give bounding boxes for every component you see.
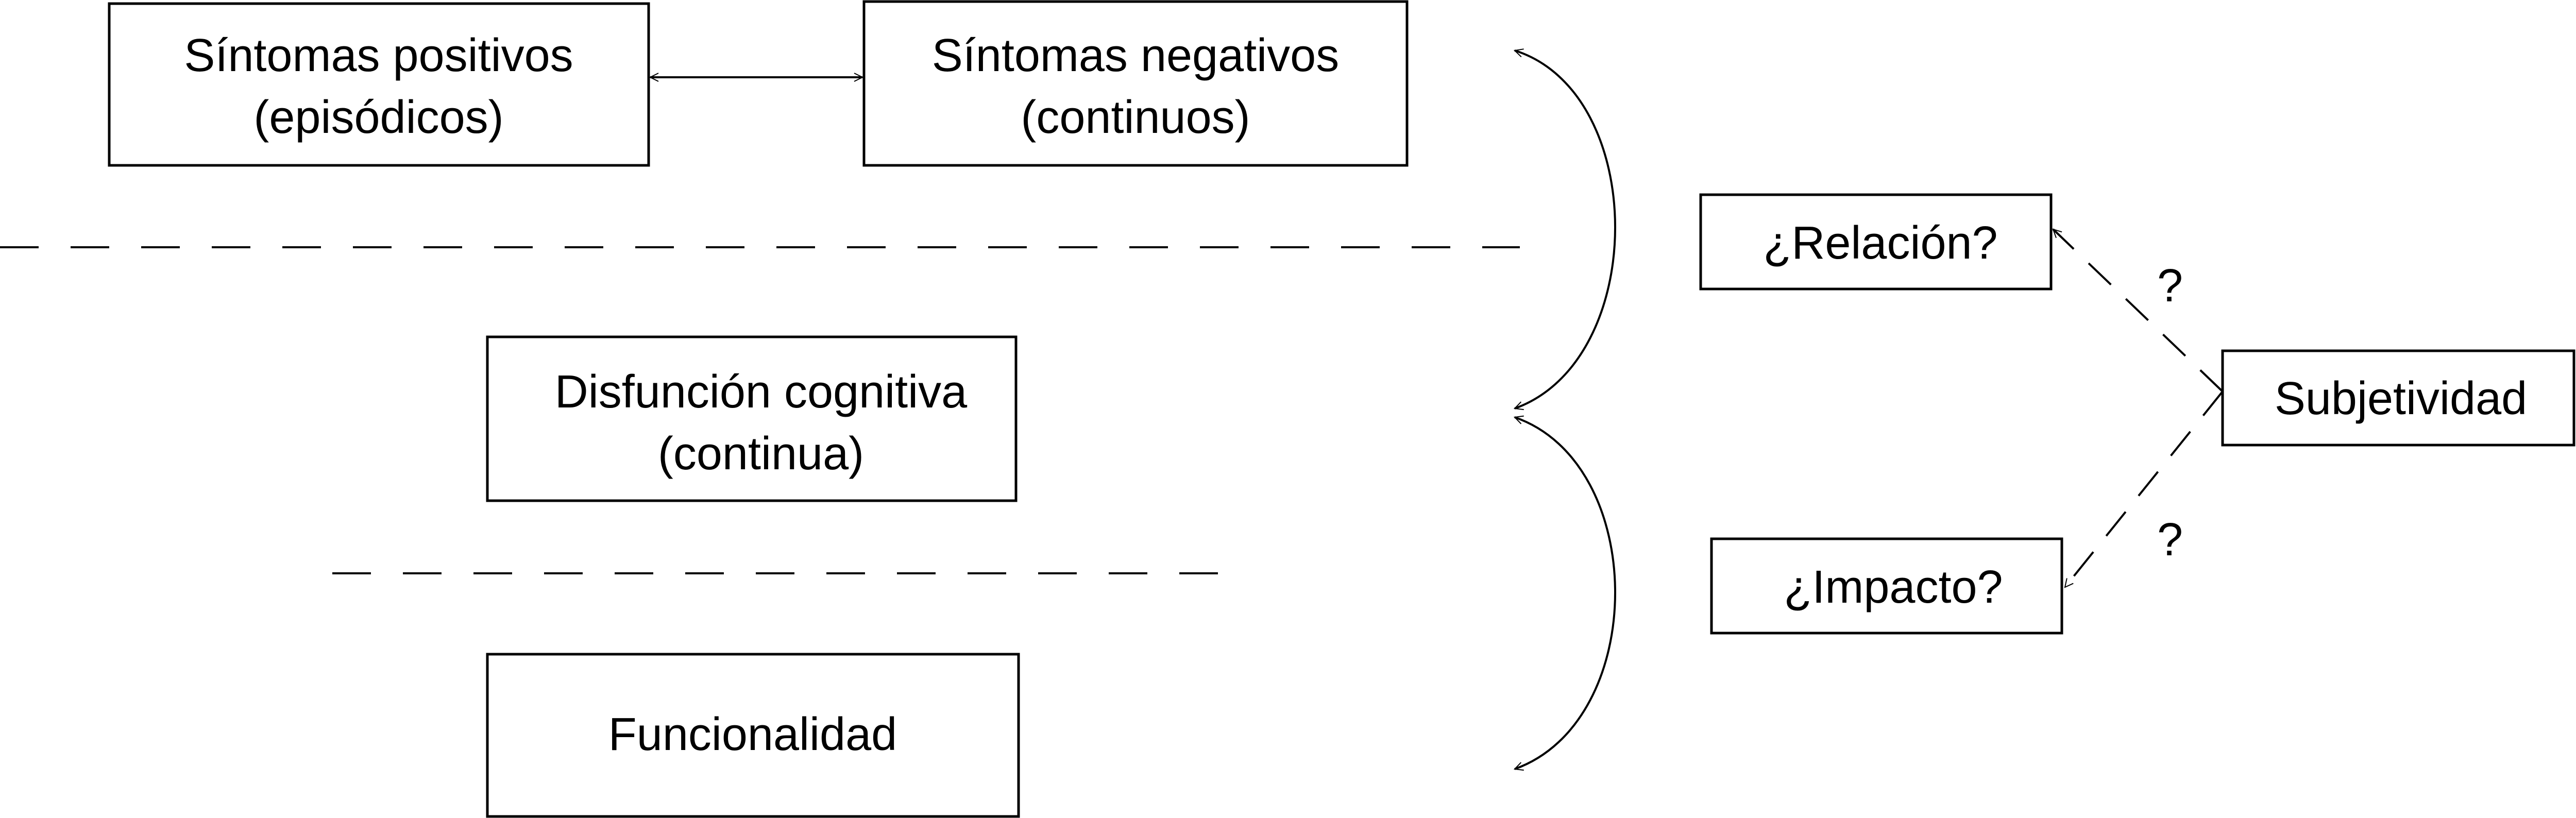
curve-arrow-lower — [1515, 417, 1616, 769]
dashed-arrow-to-relacion — [2053, 229, 2224, 393]
node-impacto-line1: ¿Impacto? — [1784, 561, 2003, 613]
node-subjetividad: Subjetividad — [2221, 349, 2575, 447]
node-relacion: ¿Relación? — [1699, 193, 2053, 291]
node-disfuncion-cognitiva-line2: (continua) — [658, 428, 864, 480]
node-sintomas-negativos-line1: Síntomas negativos — [932, 30, 1339, 81]
edge-label-upper-question: ? — [2157, 260, 2183, 312]
node-sintomas-negativos: Síntomas negativos (continuos) — [862, 0, 1409, 167]
node-sintomas-positivos-line1: Síntomas positivos — [184, 30, 573, 81]
node-subjetividad-line1: Subjetividad — [2275, 373, 2527, 424]
node-sintomas-positivos-line2: (episódicos) — [253, 92, 503, 143]
node-sintomas-positivos: Síntomas positivos (episódicos) — [108, 2, 650, 167]
dashed-arrow-to-impacto — [2064, 390, 2224, 587]
node-relacion-line1: ¿Relación? — [1763, 217, 1997, 269]
curve-arrow-upper — [1515, 50, 1616, 408]
node-sintomas-negativos-line2: (continuos) — [1021, 92, 1250, 143]
node-funcionalidad-line1: Funcionalidad — [608, 709, 897, 760]
node-disfuncion-cognitiva: Disfunción cognitiva (continua) — [486, 335, 1018, 502]
node-funcionalidad: Funcionalidad — [486, 653, 1020, 818]
edge-label-lower-question: ? — [2157, 514, 2183, 566]
node-impacto: ¿Impacto? — [1710, 537, 2063, 635]
node-disfuncion-cognitiva-line1: Disfunción cognitiva — [555, 366, 968, 418]
